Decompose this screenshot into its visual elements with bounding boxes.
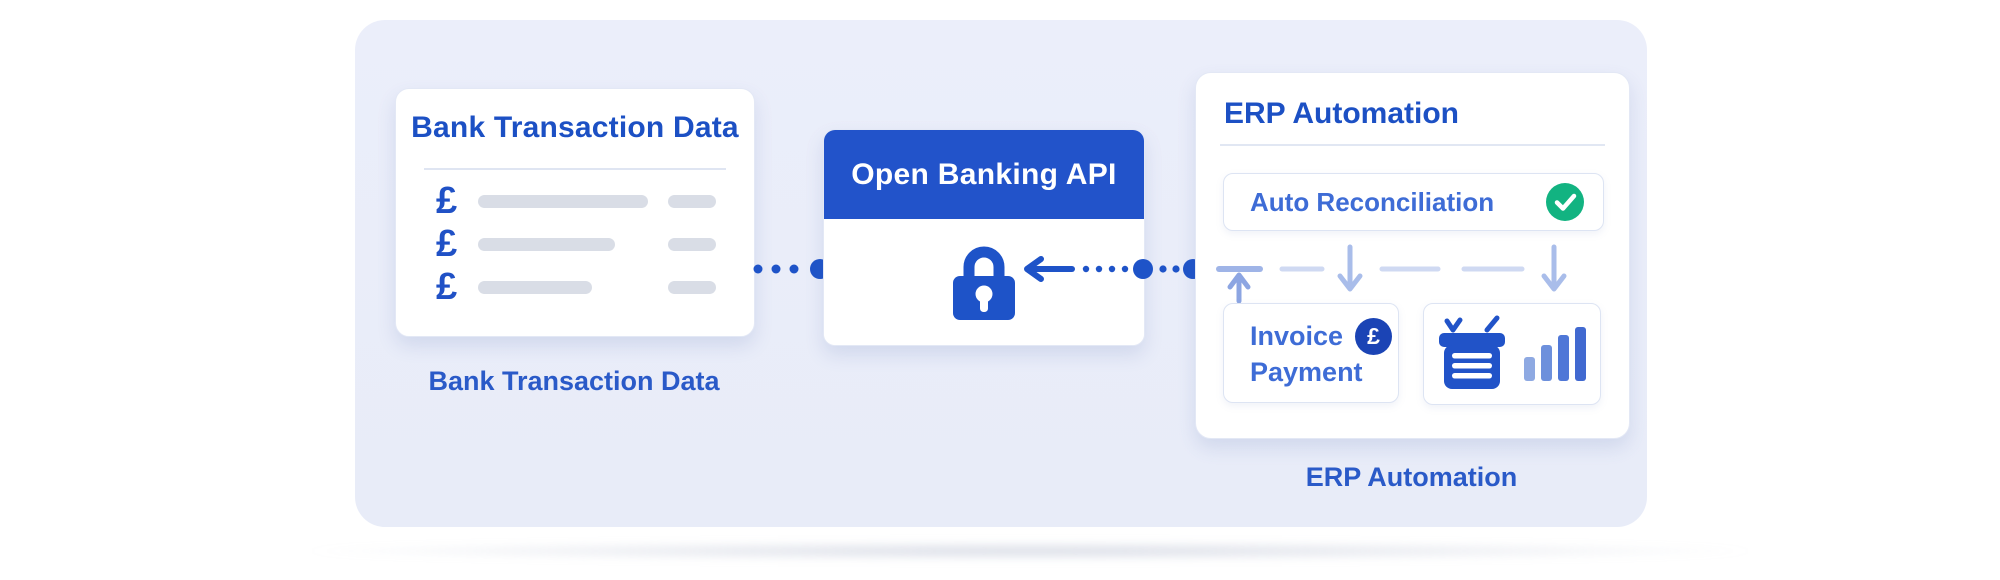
erp-card-caption: ERP Automation: [1305, 462, 1518, 492]
transaction-row: £: [436, 266, 716, 308]
pound-icon: £: [436, 266, 458, 308]
flow-arrows-row: [1216, 244, 1567, 304]
payment-line: Payment: [1250, 354, 1398, 390]
invoice-payment-card: Invoice £ Payment: [1223, 303, 1399, 403]
node-dot: [1133, 259, 1153, 279]
text-placeholder-bar: [478, 237, 615, 251]
bank-card-caption: Bank Transaction Data: [428, 366, 720, 396]
erp-card-title: ERP Automation: [1224, 97, 1460, 130]
amount-placeholder-bar: [668, 237, 716, 251]
erp-automation-card: ERP Automation Auto Reconciliation: [1195, 72, 1630, 439]
invoice-line: Invoice £: [1250, 317, 1398, 355]
bar-chart-icon: [1523, 327, 1586, 381]
pound-icon: £: [436, 223, 458, 265]
auto-reconciliation-label: Auto Reconciliation: [1250, 186, 1495, 217]
reporting-card: [1423, 303, 1601, 405]
page-shadow: [290, 541, 1770, 561]
bank-transaction-card: Bank Transaction Data £ £ £: [395, 88, 755, 337]
transaction-row: £: [436, 223, 716, 265]
pound-coin-icon: £: [1355, 317, 1393, 355]
transaction-row: £: [436, 180, 716, 222]
amount-placeholder-bar: [668, 280, 716, 294]
open-banking-api-box: Open Banking API: [823, 129, 1145, 346]
divider: [424, 168, 726, 170]
spark-left: [1444, 317, 1462, 333]
pound-icon: £: [436, 180, 458, 222]
payment-label: Payment: [1250, 357, 1363, 387]
invoice-label: Invoice: [1250, 321, 1344, 351]
green-check-icon: [1545, 182, 1585, 222]
auto-reconciliation-card: Auto Reconciliation: [1223, 173, 1604, 231]
receipt-printer-icon: [1438, 315, 1505, 389]
api-box-header: Open Banking API: [824, 130, 1144, 219]
api-box-title: Open Banking API: [851, 157, 1117, 191]
divider: [1220, 144, 1605, 146]
bank-card-title: Bank Transaction Data: [411, 111, 739, 144]
api-box-body: [824, 219, 1144, 345]
lock-icon: [953, 246, 1015, 320]
text-placeholder-bar: [478, 194, 648, 208]
amount-placeholder-bar: [668, 194, 716, 208]
arrow-up-head: [1227, 272, 1251, 290]
dotted-connector-right: [1024, 256, 1203, 282]
arrow-left-icon: [1024, 256, 1044, 282]
spark-right: [1484, 315, 1499, 333]
text-placeholder-bar: [478, 280, 592, 294]
